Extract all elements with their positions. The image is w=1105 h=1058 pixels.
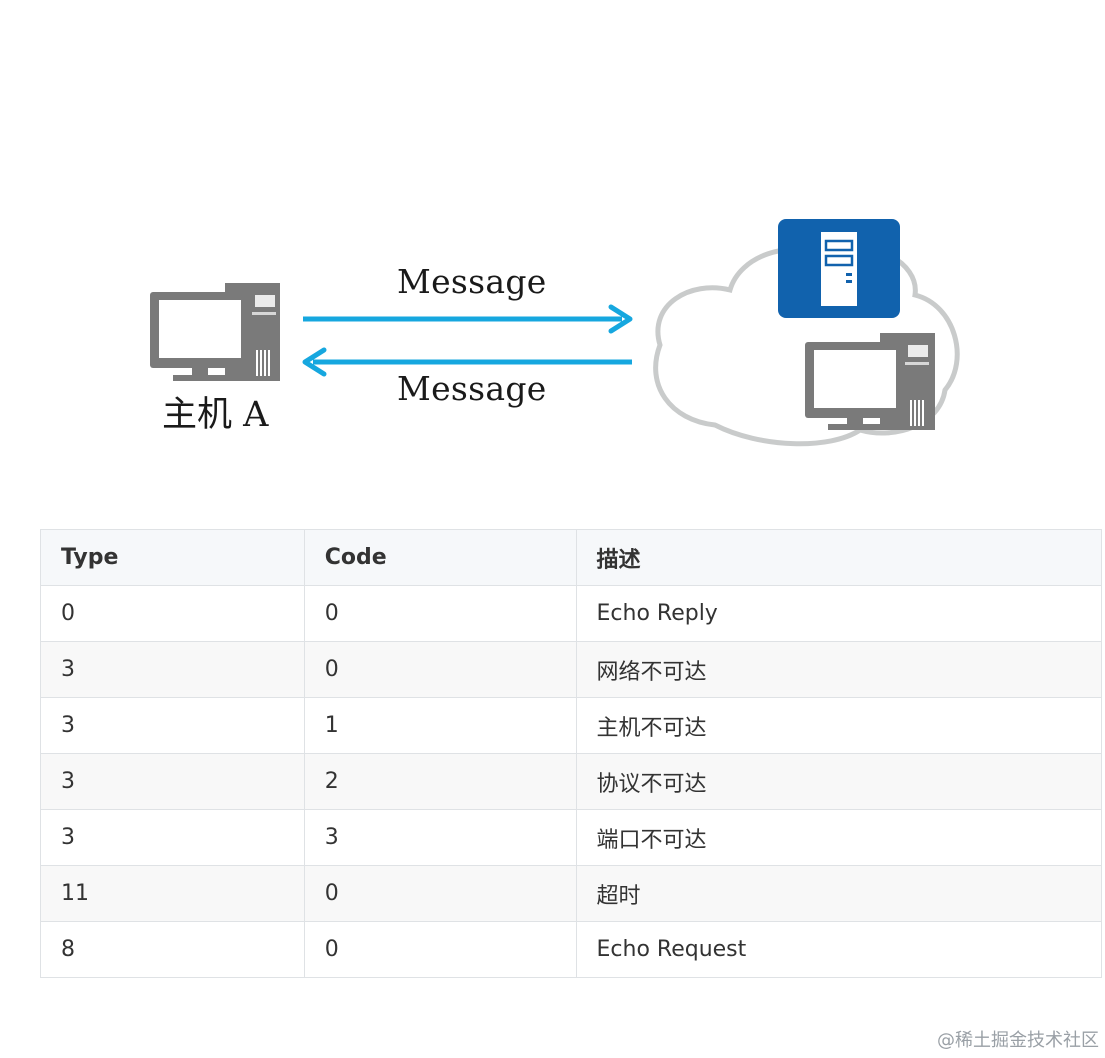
cell-description: Echo Reply bbox=[575, 585, 1102, 642]
network-diagram: Message Message 主机 A bbox=[0, 0, 1105, 500]
table-row: 3 2 协议不可达 bbox=[40, 753, 1102, 810]
cell-code: 1 bbox=[303, 697, 577, 754]
table-row: 3 1 主机不可达 bbox=[40, 697, 1102, 754]
diagram-graphics bbox=[150, 219, 960, 447]
message-arrows bbox=[302, 304, 633, 377]
table-row: 3 3 端口不可达 bbox=[40, 809, 1102, 866]
cell-description: Echo Request bbox=[575, 921, 1102, 978]
message-bottom-label: Message bbox=[397, 369, 547, 408]
cell-code: 3 bbox=[303, 809, 577, 866]
cell-code: 2 bbox=[303, 753, 577, 810]
table-row: 11 0 超时 bbox=[40, 865, 1102, 922]
cell-code: 0 bbox=[303, 865, 577, 922]
cell-code: 0 bbox=[303, 921, 577, 978]
header-type: Type bbox=[40, 529, 305, 586]
table-row: 8 0 Echo Request bbox=[40, 921, 1102, 978]
remote-computer-icon bbox=[805, 333, 935, 430]
table-header-row: Type Code 描述 bbox=[40, 529, 1102, 586]
cell-description: 网络不可达 bbox=[575, 641, 1102, 698]
cell-code: 0 bbox=[303, 641, 577, 698]
cell-type: 8 bbox=[40, 921, 305, 978]
watermark: @稀土掘金技术社区 bbox=[937, 1030, 1099, 1051]
cell-type: 3 bbox=[40, 753, 305, 810]
host-a-computer-icon bbox=[150, 283, 280, 381]
header-description: 描述 bbox=[575, 529, 1102, 586]
cell-type: 11 bbox=[40, 865, 305, 922]
cell-description: 端口不可达 bbox=[575, 809, 1102, 866]
header-code: Code bbox=[303, 529, 577, 586]
cell-type: 0 bbox=[40, 585, 305, 642]
host-a-label: 主机 A bbox=[162, 395, 269, 435]
server-icon bbox=[778, 219, 900, 318]
icmp-type-table: Type Code 描述 0 0 Echo Reply 3 0 网络不可达 3 … bbox=[40, 529, 1102, 978]
message-top-label: Message bbox=[397, 262, 547, 301]
cell-description: 超时 bbox=[575, 865, 1102, 922]
cell-code: 0 bbox=[303, 585, 577, 642]
cell-description: 协议不可达 bbox=[575, 753, 1102, 810]
cell-type: 3 bbox=[40, 697, 305, 754]
table-row: 3 0 网络不可达 bbox=[40, 641, 1102, 698]
cell-type: 3 bbox=[40, 809, 305, 866]
table-row: 0 0 Echo Reply bbox=[40, 585, 1102, 642]
cell-description: 主机不可达 bbox=[575, 697, 1102, 754]
cell-type: 3 bbox=[40, 641, 305, 698]
